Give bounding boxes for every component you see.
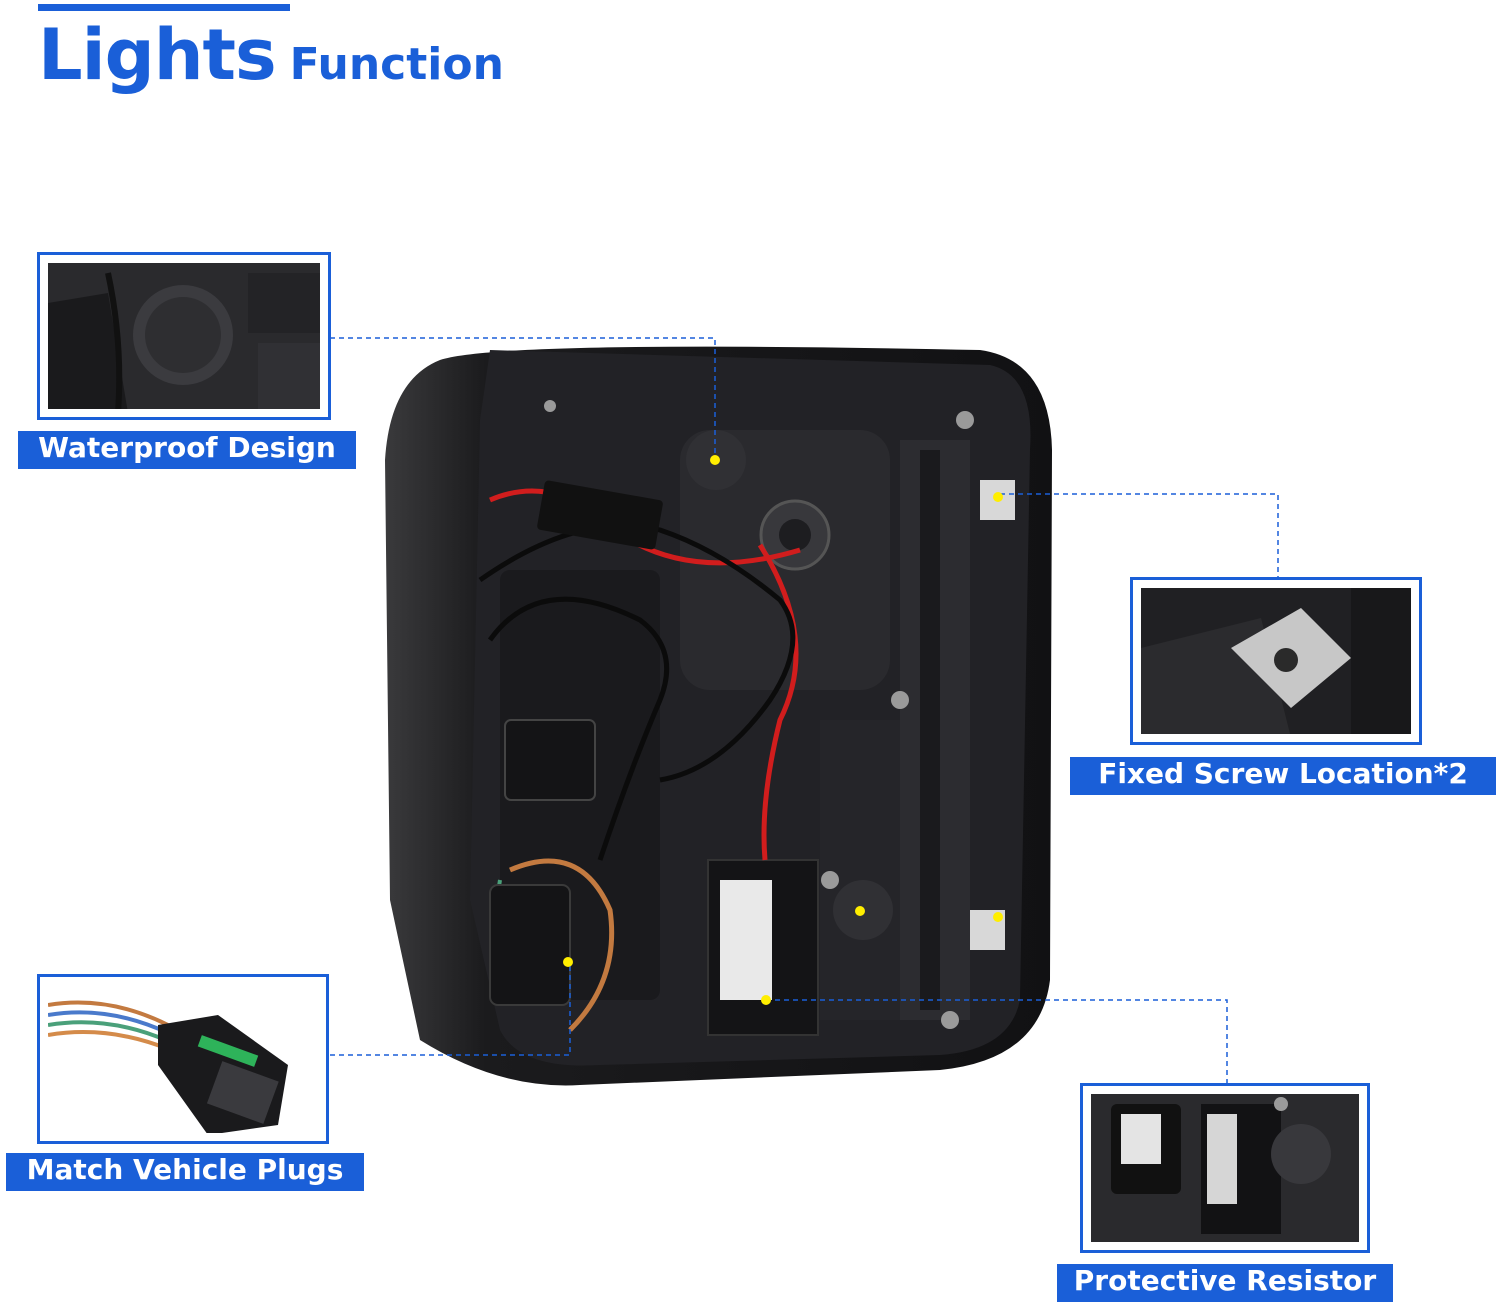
waterproof-cap-photo <box>48 263 320 409</box>
inset-plugs <box>37 974 329 1144</box>
label-waterproof: Waterproof Design <box>18 431 356 469</box>
marker-waterproof <box>710 455 720 465</box>
vehicle-plug-photo <box>48 985 318 1133</box>
title-sub: Function <box>289 39 504 90</box>
inset-waterproof <box>37 252 331 420</box>
tail-light-rear-view <box>385 346 1052 1086</box>
marker-resistor <box>761 995 771 1005</box>
inset-fixed-screw <box>1130 577 1422 745</box>
marker-plug <box>563 957 573 967</box>
marker-plug-socket <box>855 906 865 916</box>
label-fixed-screw: Fixed Screw Location*2 <box>1070 757 1496 795</box>
resistor-photo <box>1091 1094 1359 1242</box>
marker-screw-bottom <box>993 912 1003 922</box>
label-resistor: Protective Resistor <box>1057 1264 1393 1302</box>
title-main: Lights <box>38 14 277 96</box>
screw-clip-photo <box>1141 588 1411 734</box>
title-accent-bar <box>38 4 290 11</box>
label-plugs: Match Vehicle Plugs <box>6 1153 364 1191</box>
marker-screw-top <box>993 492 1003 502</box>
inset-resistor <box>1080 1083 1370 1253</box>
